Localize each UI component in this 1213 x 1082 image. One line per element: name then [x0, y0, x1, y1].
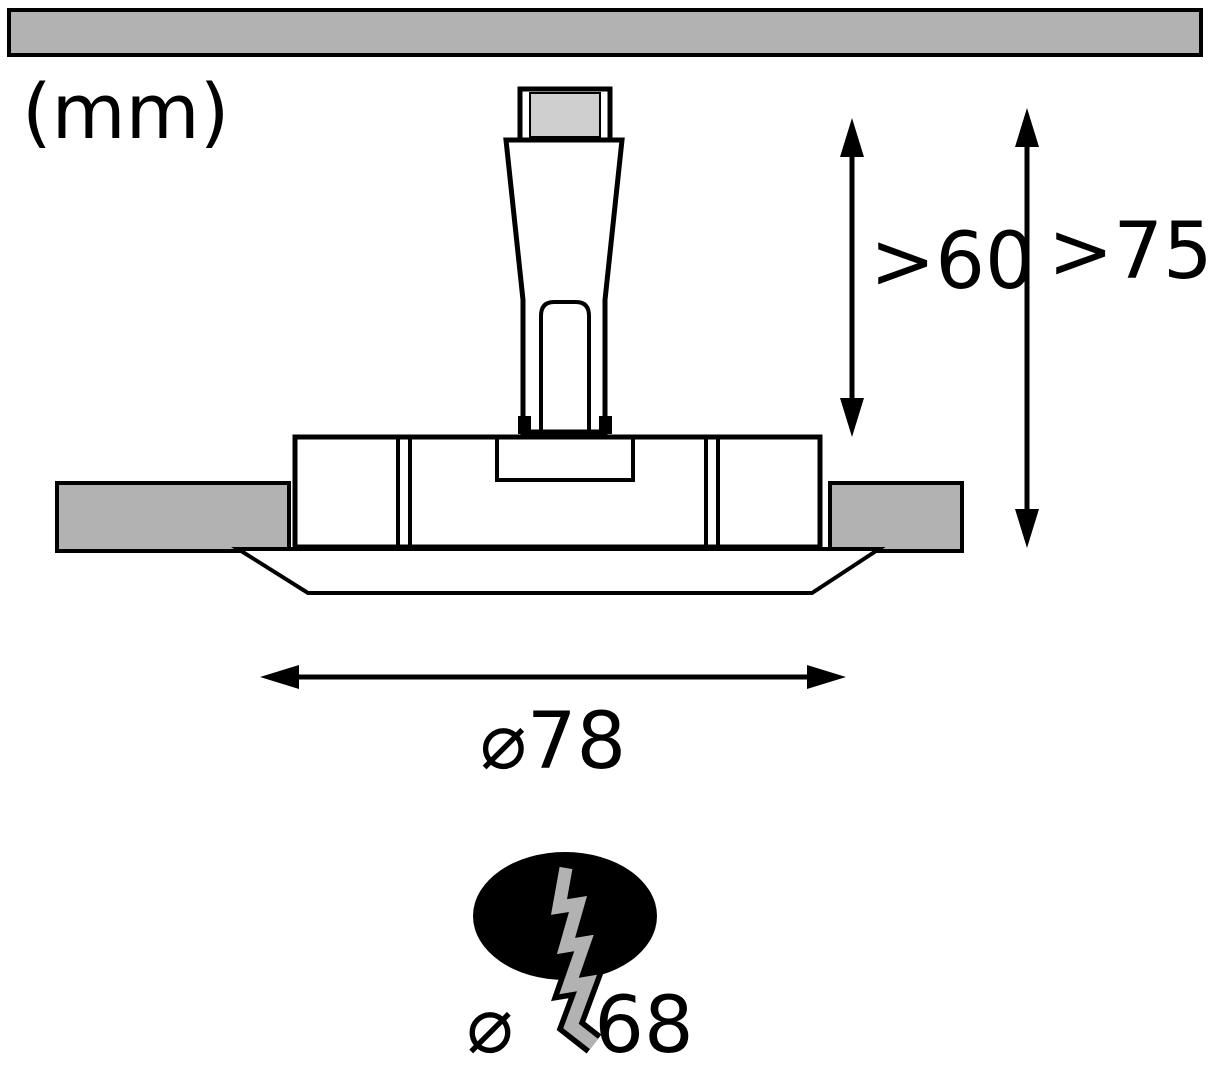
dim-arrow-diameter — [260, 665, 846, 689]
cutout-symbol: ⌀ 68 — [467, 852, 694, 1071]
arrowhead-left — [260, 665, 299, 689]
dim-arrow-recess-depth — [840, 118, 864, 437]
dim-arrow-total-depth — [1015, 108, 1039, 548]
arrowhead-down — [840, 398, 864, 437]
cable-channel — [539, 300, 591, 432]
dim-label-total-depth: >75 — [1048, 207, 1213, 297]
ceiling-panel — [7, 8, 1203, 57]
lamp-holder-block — [495, 437, 635, 482]
bolt-fill — [550, 866, 599, 1050]
fixture-connector — [517, 86, 613, 143]
lightning-bolt-icon — [544, 865, 606, 1054]
housing-outline — [292, 434, 823, 550]
arrowhead-down — [1015, 509, 1039, 548]
fixture-housing — [292, 434, 823, 550]
body-outline — [503, 137, 625, 435]
ceiling-section-left — [55, 481, 291, 553]
fixture-body — [503, 137, 625, 435]
unit-label: (mm) — [22, 67, 229, 156]
retention-clip-left — [518, 416, 531, 434]
arrowhead-up — [840, 118, 864, 157]
arrowhead-right — [807, 665, 846, 689]
connector-inner — [529, 92, 601, 138]
dim-label-recess-depth: >60 — [870, 217, 1035, 307]
cutout-diameter-symbol: ⌀ — [467, 981, 514, 1071]
retention-clip-right — [599, 416, 612, 434]
arrowhead-up — [1015, 108, 1039, 147]
ceiling-section-right — [828, 481, 964, 553]
fixture-bezel — [231, 547, 886, 595]
cutout-diameter-value: 68 — [594, 981, 693, 1071]
dim-label-diameter: ⌀78 — [480, 697, 626, 787]
